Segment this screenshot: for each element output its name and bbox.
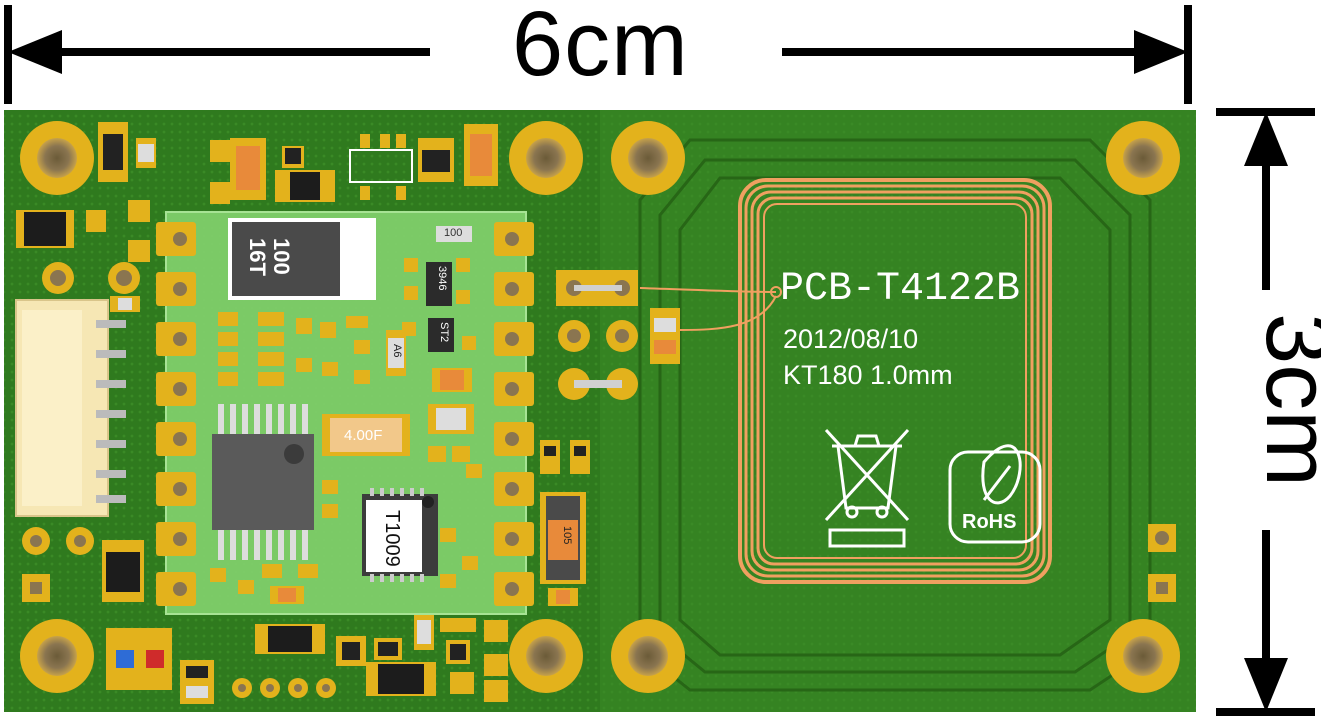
- chip-marking: T1009: [381, 510, 403, 567]
- diode-marking: A6: [391, 344, 403, 358]
- sot-marking-3946: 3946: [436, 266, 448, 291]
- rf-module: [156, 211, 534, 615]
- height-dimension-label: 3cm: [1247, 313, 1321, 487]
- sot-marking-st2: ST2: [438, 322, 450, 343]
- rohs-label: RoHS: [962, 511, 1017, 533]
- weee-bin-icon: [824, 428, 910, 548]
- pcb-date: 2012/08/10: [783, 324, 919, 354]
- resistor-marking: 100: [444, 227, 463, 239]
- height-dimension: [1216, 108, 1315, 716]
- width-dimension-label: 6cm: [512, 0, 689, 95]
- top-left-components: [16, 122, 498, 312]
- inductor-marking-bottom: 16T: [245, 238, 270, 276]
- right-components: [540, 270, 1176, 606]
- coil-antenna: [639, 178, 1052, 584]
- rohs-leaf-icon: [948, 444, 1042, 544]
- capacitor-105-marking: 105: [561, 526, 573, 545]
- pcb-part-number: PCB-T4122B: [780, 267, 1021, 312]
- pcb-spec: KT180 1.0mm: [783, 360, 953, 390]
- capacitor-marking: 4.00F: [344, 427, 383, 444]
- width-dimension: [4, 5, 1192, 104]
- inductor-marking-top: 100: [269, 238, 294, 275]
- side-connector: [15, 299, 126, 517]
- bottom-left-components: [22, 527, 508, 704]
- mounting-holes: [20, 121, 1180, 693]
